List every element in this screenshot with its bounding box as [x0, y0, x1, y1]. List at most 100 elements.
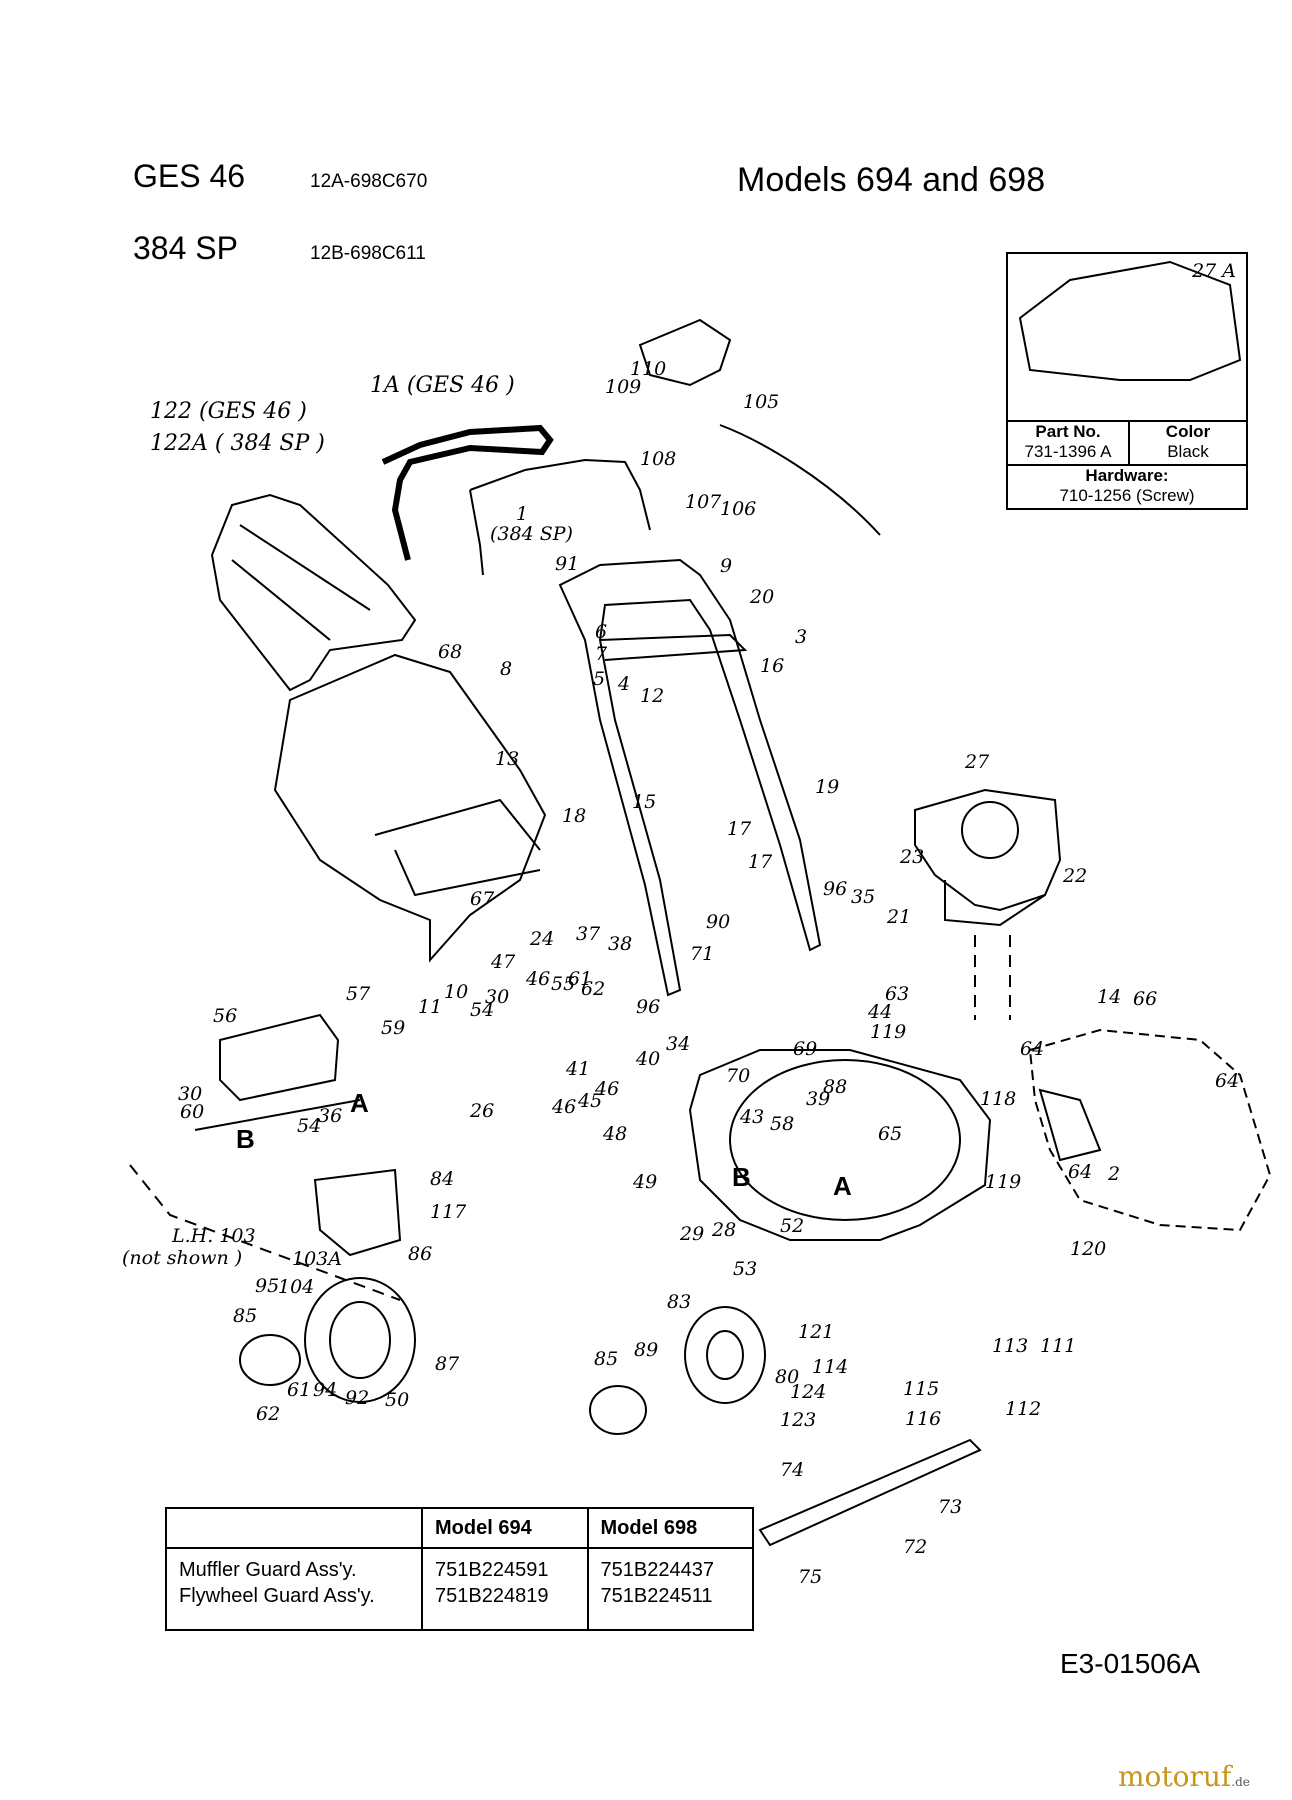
callout-64b: 64 — [1215, 1070, 1239, 1092]
inset-color-value: Black — [1167, 442, 1209, 461]
callout-1a: 1A (GES 46 ) — [370, 373, 515, 398]
mark-b-left: B — [236, 1124, 255, 1154]
rear-wheel — [304, 1277, 416, 1403]
callout-122: 122 (GES 46 ) — [150, 399, 307, 424]
engine-cover-27a — [1018, 260, 1242, 381]
callout-92: 92 — [345, 1387, 369, 1409]
callout-96b: 96 — [636, 996, 660, 1018]
callout-52: 52 — [780, 1215, 804, 1237]
callout-119a: 119 — [870, 1021, 906, 1043]
callout-74: 74 — [780, 1459, 804, 1481]
document-id: E3-01506A — [1060, 1648, 1201, 1679]
mower-deck — [688, 1049, 992, 1241]
callout-59: 59 — [381, 1017, 405, 1039]
callout-15: 15 — [632, 791, 656, 813]
callout-4: 4 — [617, 673, 630, 695]
guide-lines — [129, 935, 1011, 1301]
callout-48: 48 — [602, 1123, 627, 1145]
callout-71: 71 — [690, 943, 714, 965]
callout-104: 104 — [278, 1276, 314, 1298]
callout-47: 47 — [490, 951, 516, 973]
callout-109: 109 — [605, 376, 641, 398]
inset-picture: 27 A — [1008, 254, 1246, 422]
callout-58: 58 — [770, 1113, 794, 1135]
callout-12: 12 — [640, 685, 664, 707]
lower-handle — [558, 558, 822, 997]
table-cell-694: 751B224591 751B224819 — [421, 1547, 589, 1631]
callout-94: 94 — [313, 1379, 337, 1401]
callout-103-note: (not shown ) — [122, 1247, 242, 1269]
callout-57: 57 — [346, 983, 371, 1005]
callout-106: 106 — [720, 498, 756, 520]
callout-64a: 64 — [1020, 1038, 1044, 1060]
callout-8: 8 — [500, 658, 512, 680]
callout-46a: 46 — [525, 968, 550, 990]
catcher-cover — [210, 493, 417, 692]
callout-108: 108 — [640, 448, 676, 470]
callout-46c: 46 — [594, 1078, 619, 1100]
callout-17b: 17 — [748, 851, 773, 873]
callout-labels: 122 (GES 46 ) 122A ( 384 SP ) 1A (GES 46… — [122, 358, 1239, 1588]
callout-120: 120 — [1070, 1238, 1106, 1260]
callout-117: 117 — [430, 1201, 467, 1223]
callout-36: 36 — [318, 1105, 342, 1127]
callout-22: 22 — [1062, 865, 1087, 887]
callout-6: 6 — [595, 621, 607, 643]
callout-91: 91 — [555, 553, 579, 575]
model-code-ges46: 12A-698C670 — [310, 171, 428, 192]
callout-122a: 122A ( 384 SP ) — [150, 431, 325, 456]
callout-124: 124 — [790, 1381, 826, 1403]
callout-111: 111 — [1040, 1335, 1076, 1357]
callout-46b: 46 — [551, 1096, 576, 1118]
callout-10: 10 — [444, 981, 468, 1003]
callout-18: 18 — [562, 805, 586, 827]
callout-54a: 54 — [470, 999, 494, 1021]
inset-part-cell: Part No. 731-1396 A — [1008, 420, 1130, 464]
callout-384sp: (384 SP) — [490, 523, 573, 545]
callout-75: 75 — [798, 1566, 822, 1588]
callout-72: 72 — [903, 1536, 927, 1558]
callout-107: 107 — [685, 491, 722, 513]
callout-87: 87 — [435, 1353, 460, 1375]
inset-color-cell: Color Black — [1130, 420, 1246, 464]
muffler-guard-694: 751B224591 — [435, 1559, 549, 1581]
callout-67: 67 — [470, 888, 495, 910]
callout-45: 45 — [577, 1090, 602, 1112]
callout-20: 20 — [749, 586, 774, 608]
callout-26: 26 — [469, 1100, 494, 1122]
callout-29: 29 — [679, 1223, 704, 1245]
callout-17a: 17 — [727, 818, 752, 840]
callout-38: 38 — [608, 933, 632, 955]
callout-68: 68 — [438, 641, 462, 663]
callout-40: 40 — [635, 1048, 660, 1070]
callout-103a: 103A — [292, 1248, 342, 1270]
callout-5: 5 — [593, 668, 605, 690]
callout-49: 49 — [632, 1171, 657, 1193]
callout-69: 69 — [793, 1038, 817, 1060]
callout-56: 56 — [213, 1005, 237, 1027]
callout-11: 11 — [418, 996, 442, 1018]
callout-85b: 85 — [594, 1348, 618, 1370]
inset-hardware-label: Hardware: — [1085, 466, 1169, 485]
callout-50: 50 — [385, 1389, 409, 1411]
callout-43: 43 — [739, 1106, 764, 1128]
callout-61a: 61 — [568, 968, 592, 990]
rear-deflector — [219, 1013, 340, 1102]
mark-b-deck: B — [732, 1162, 751, 1192]
row-name-muffler-guard: Muffler Guard Ass'y. — [179, 1559, 357, 1581]
callout-113: 113 — [992, 1335, 1028, 1357]
page-title: Models 694 and 698 — [737, 161, 1046, 199]
callout-62a: 62 — [581, 978, 605, 1000]
model-name-ges46: GES 46 — [133, 158, 246, 194]
callout-114: 114 — [812, 1356, 848, 1378]
table-cell-names: Muffler Guard Ass'y. Flywheel Guard Ass'… — [165, 1547, 423, 1631]
mark-a-left: A — [350, 1088, 369, 1118]
engine-cover-inset: 27 A Part No. 731-1396 A Color Black Har… — [1006, 252, 1248, 510]
callout-13: 13 — [495, 748, 519, 770]
callout-66: 66 — [1133, 988, 1157, 1010]
watermark-logo: motoruf.de — [1118, 1760, 1250, 1793]
callout-70: 70 — [726, 1065, 750, 1087]
callout-53: 53 — [733, 1258, 757, 1280]
table-header-blank — [165, 1507, 423, 1549]
